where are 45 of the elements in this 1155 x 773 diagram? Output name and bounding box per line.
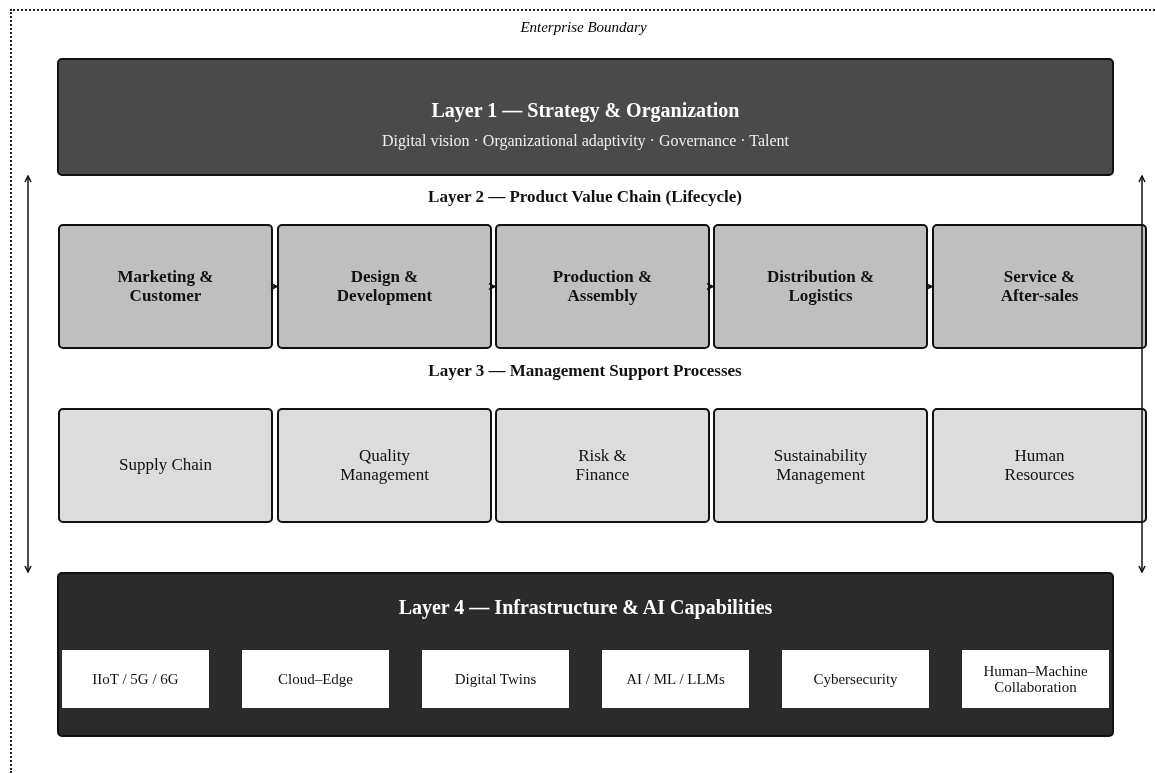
process-box xyxy=(932,224,1147,349)
process-box xyxy=(58,224,273,349)
process-box xyxy=(495,224,710,349)
layer-heading: Layer 2 — Product Value Chain (Lifecycle) xyxy=(427,187,743,207)
arrow xyxy=(925,282,933,291)
process-label: Production & Assembly xyxy=(551,267,654,306)
layer-band xyxy=(57,58,1114,176)
process-box xyxy=(932,408,1147,523)
capability-label: Cybersecurity xyxy=(812,670,899,688)
process-box xyxy=(495,408,710,523)
arrow xyxy=(706,282,714,291)
capability-label: AI / ML / LLMs xyxy=(625,670,726,688)
capability-label: Digital Twins xyxy=(453,670,538,688)
process-label: Risk & Finance xyxy=(574,446,631,485)
capability-box xyxy=(602,650,749,708)
process-label: Distribution & Logistics xyxy=(765,267,876,306)
capability-box xyxy=(962,650,1109,708)
process-label: Service & After-sales xyxy=(999,267,1080,306)
process-label: Sustainability Management xyxy=(772,446,869,485)
layer-subtitle: Digital vision · Organizational adaptivity · Governance · Talent xyxy=(381,131,790,150)
process-label: Design & Development xyxy=(335,267,434,306)
capability-box xyxy=(242,650,389,708)
process-box xyxy=(713,408,928,523)
arrow xyxy=(270,282,278,291)
process-box xyxy=(277,408,492,523)
process-box xyxy=(277,224,492,349)
boundary-frame xyxy=(10,9,1155,773)
arrow xyxy=(488,282,496,291)
capability-box xyxy=(422,650,569,708)
capability-label: Cloud–Edge xyxy=(277,670,354,688)
capability-label: IIoT / 5G / 6G xyxy=(91,670,180,688)
layer-heading: Layer 3 — Management Support Processes xyxy=(427,361,743,381)
process-label: Marketing & Customer xyxy=(116,267,215,306)
process-label: Supply Chain xyxy=(117,456,213,475)
layer-title: Layer 4 — Infrastructure & AI Capabilities xyxy=(398,596,773,619)
capability-label: Human–Machine Collaboration xyxy=(982,662,1089,696)
process-label: Quality Management xyxy=(339,446,430,485)
capability-box xyxy=(782,650,929,708)
process-box xyxy=(58,408,273,523)
boundary-label: Enterprise Boundary xyxy=(519,19,648,36)
process-box xyxy=(713,224,928,349)
layer-band xyxy=(57,572,1114,737)
process-label: Human Resources xyxy=(1003,446,1076,485)
capability-box xyxy=(62,650,209,708)
layer-title: Layer 1 — Strategy & Organization xyxy=(431,98,740,122)
